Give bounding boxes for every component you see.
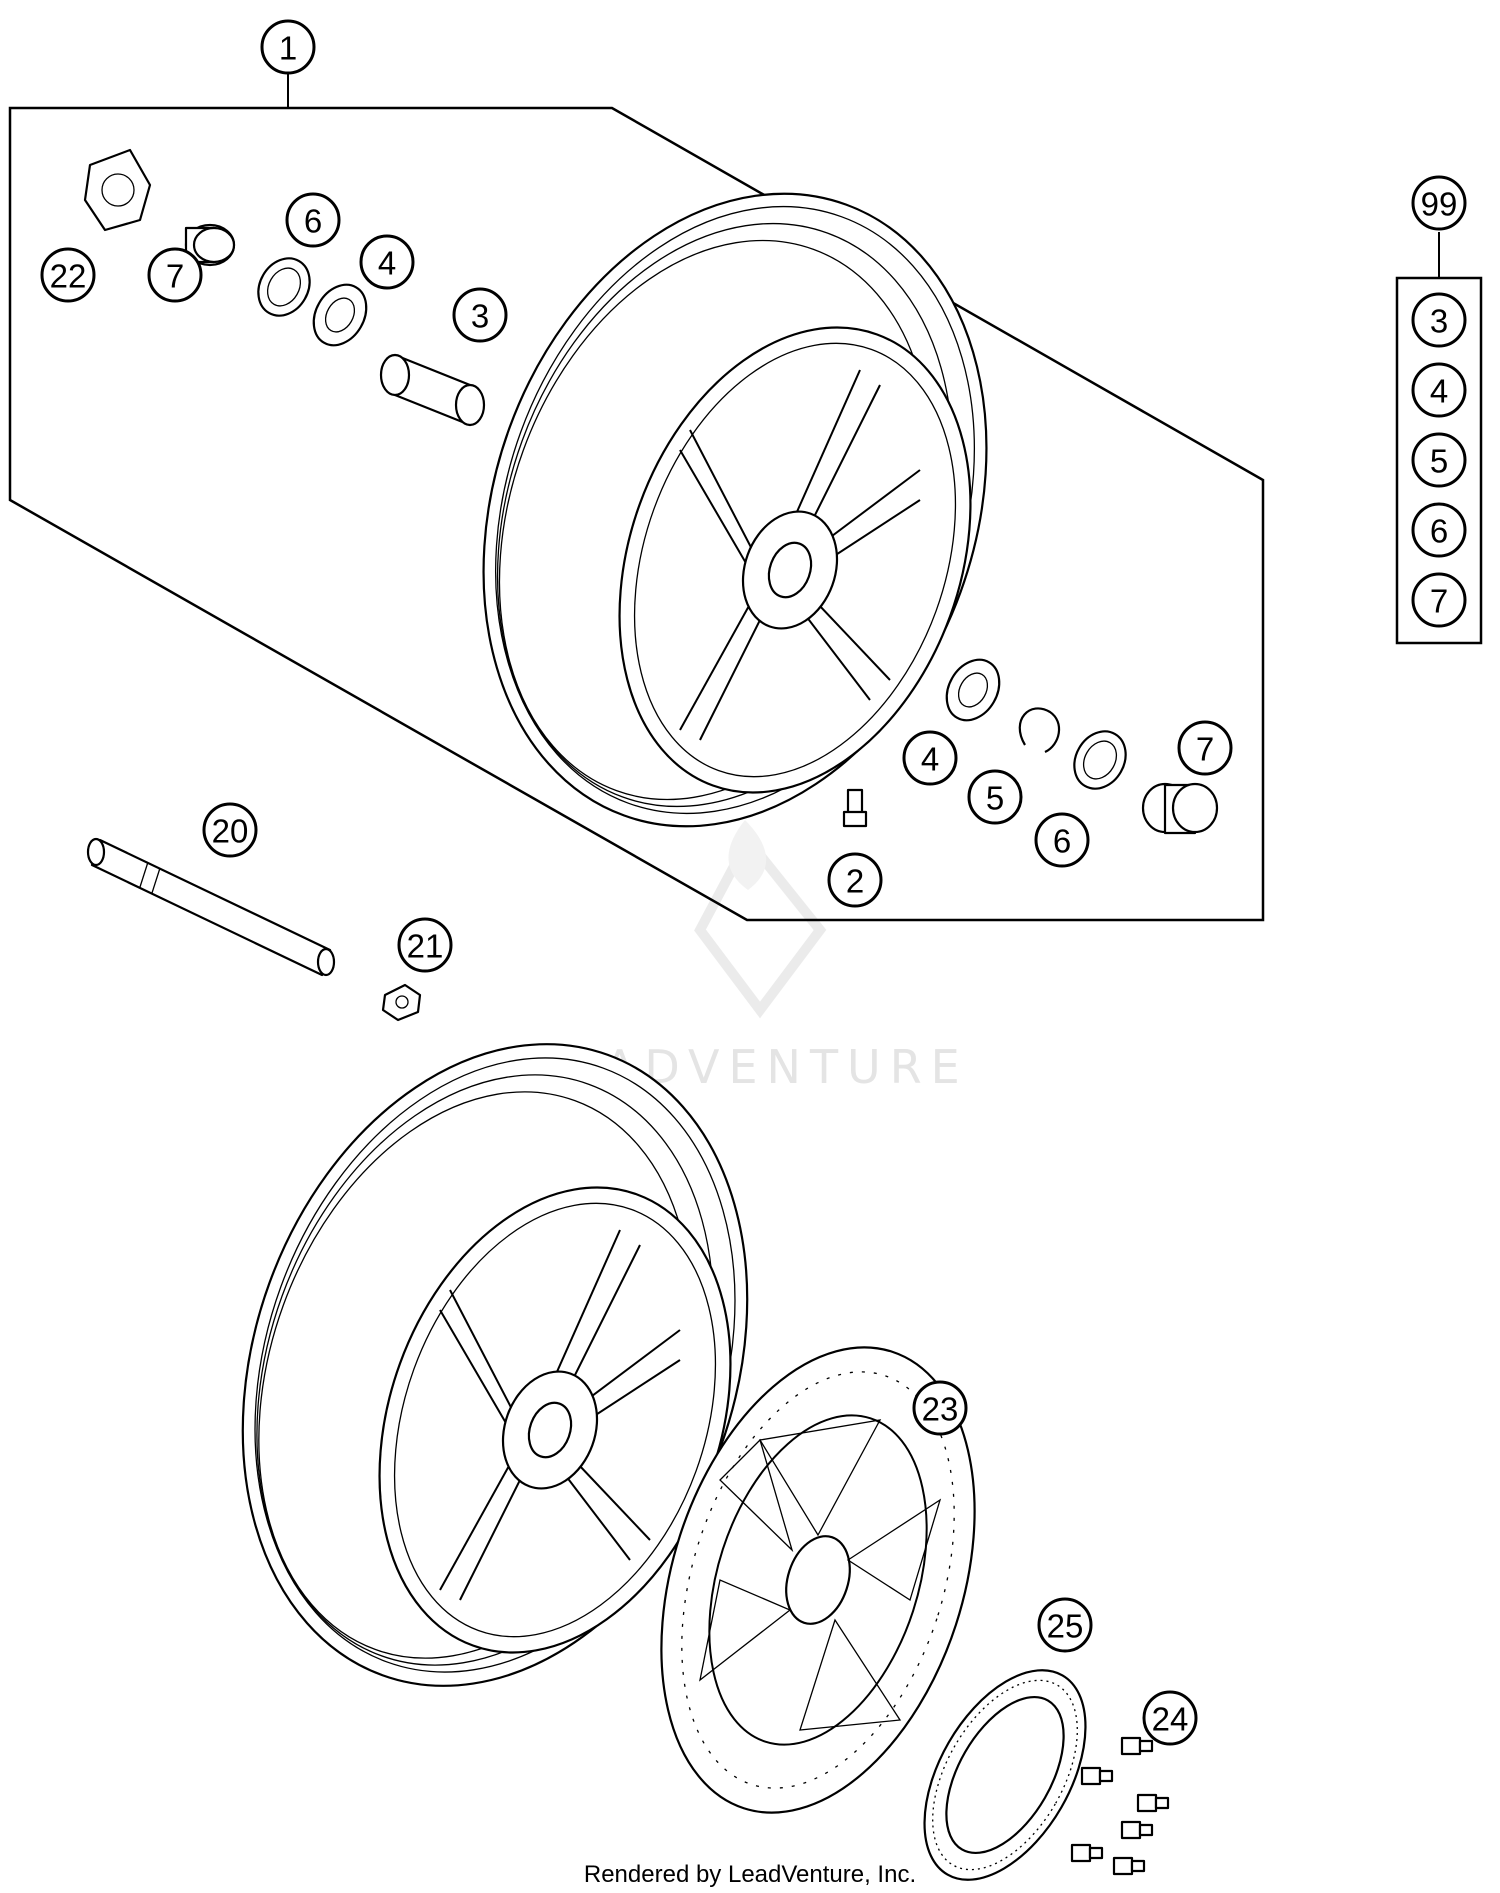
callout-4-left[interactable]: 4 [359, 234, 415, 290]
valve-part-2 [842, 788, 868, 828]
svg-text:4: 4 [921, 741, 939, 778]
axle-part-20 [86, 837, 336, 977]
circlip-part-5 [1018, 707, 1061, 753]
bearing-part-4-left [312, 283, 368, 347]
callout-20[interactable]: 20 [202, 802, 258, 858]
callout-4-right[interactable]: 4 [902, 730, 958, 786]
spacer-tube-part-3 [379, 353, 486, 427]
callout-1[interactable]: 1 [260, 19, 316, 75]
kit-item-3[interactable]: 3 [1411, 292, 1467, 348]
brake-disc-part-23 [660, 1346, 976, 1814]
svg-text:20: 20 [212, 813, 249, 850]
callout-7-left[interactable]: 7 [147, 247, 203, 303]
svg-text:25: 25 [1047, 1608, 1084, 1645]
callout-3[interactable]: 3 [452, 287, 508, 343]
spacer-part-7-left [184, 223, 236, 267]
assembly-outline [8, 106, 1265, 922]
screws-part-24 [1070, 1736, 1170, 1876]
svg-text:7: 7 [1430, 583, 1448, 620]
callout-24[interactable]: 24 [1142, 1690, 1198, 1746]
callout-6-right[interactable]: 6 [1034, 812, 1090, 868]
kit-item-6[interactable]: 6 [1411, 502, 1467, 558]
spacer-part-7-right [1141, 782, 1219, 835]
svg-text:4: 4 [1430, 373, 1448, 410]
callout-23[interactable]: 23 [912, 1380, 968, 1436]
svg-text:6: 6 [1053, 823, 1071, 860]
callout-2[interactable]: 2 [827, 852, 883, 908]
svg-text:6: 6 [304, 203, 322, 240]
svg-text:99: 99 [1421, 186, 1458, 223]
abs-ring-part-25 [923, 1669, 1087, 1881]
callout-7-right[interactable]: 7 [1177, 720, 1233, 776]
svg-text:5: 5 [1430, 443, 1448, 480]
seal-part-6-left [257, 257, 311, 317]
svg-text:1: 1 [279, 30, 297, 67]
svg-text:3: 3 [471, 298, 489, 335]
svg-text:23: 23 [922, 1391, 959, 1428]
kit-item-5[interactable]: 5 [1411, 432, 1467, 488]
callout-5[interactable]: 5 [967, 769, 1023, 825]
svg-text:6: 6 [1430, 513, 1448, 550]
kit-item-4[interactable]: 4 [1411, 362, 1467, 418]
svg-text:5: 5 [986, 780, 1004, 817]
nut-part-21 [381, 983, 422, 1022]
seal-part-6-right [1073, 730, 1127, 790]
leadventure-logo-icon [694, 820, 827, 1019]
kit-item-7[interactable]: 7 [1411, 572, 1467, 628]
callout-21[interactable]: 21 [397, 917, 453, 973]
svg-text:2: 2 [846, 863, 864, 900]
callout-22[interactable]: 22 [40, 247, 96, 303]
callout-99[interactable]: 99 [1411, 175, 1467, 231]
svg-text:7: 7 [166, 258, 184, 295]
svg-text:24: 24 [1152, 1701, 1189, 1738]
svg-text:3: 3 [1430, 303, 1448, 340]
front-wheel-upper [482, 192, 988, 828]
callout-25[interactable]: 25 [1037, 1597, 1093, 1653]
front-wheel-lower [241, 1043, 749, 1687]
callout-6-left[interactable]: 6 [285, 192, 341, 248]
svg-text:7: 7 [1196, 731, 1214, 768]
bracket-part-22 [83, 148, 152, 232]
svg-text:21: 21 [407, 928, 444, 965]
svg-text:4: 4 [378, 245, 396, 282]
bearing-part-4-right [945, 658, 1001, 722]
footer-text: Rendered by LeadVenture, Inc. [584, 1861, 916, 1888]
svg-text:22: 22 [50, 258, 87, 295]
